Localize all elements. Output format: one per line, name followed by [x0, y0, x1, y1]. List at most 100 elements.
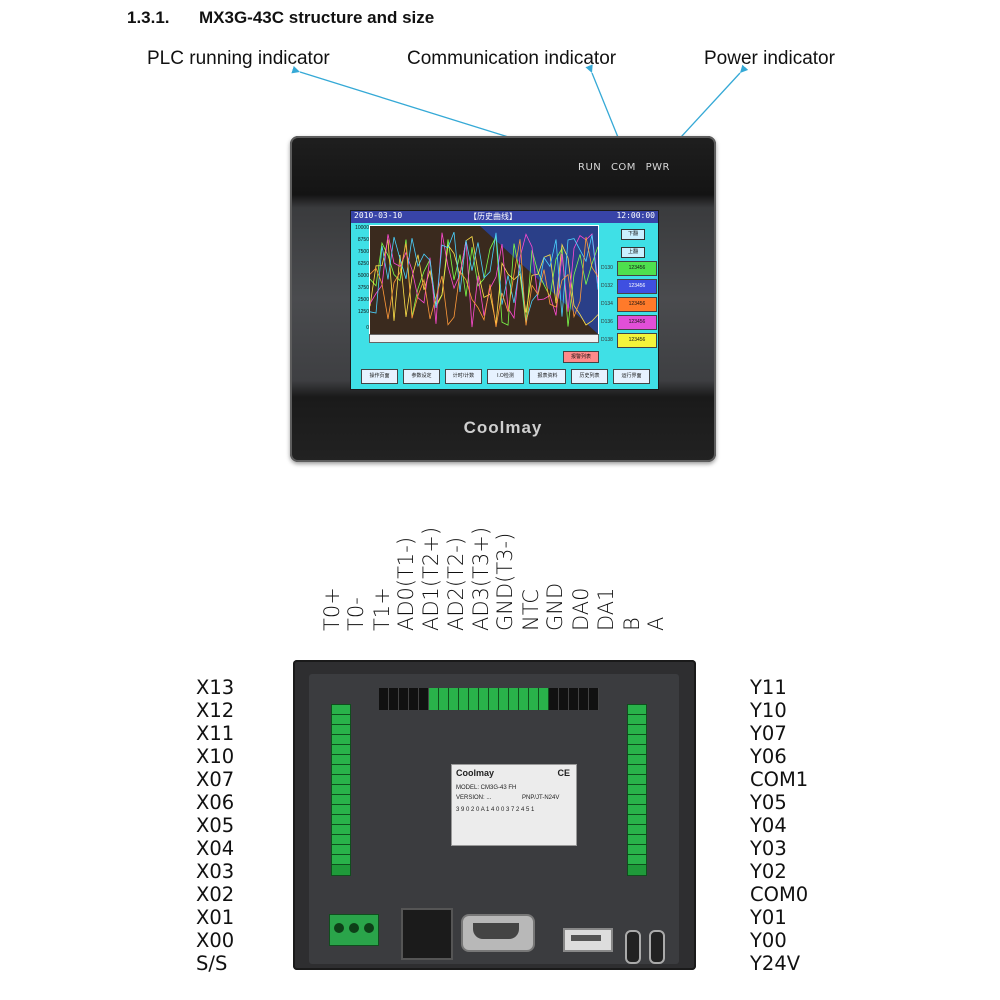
left-pin-label: X07	[196, 768, 235, 791]
value-row-label: D132	[601, 283, 613, 289]
section-heading: 1.3.1. MX3G-43C structure and size	[127, 8, 434, 28]
left-pin-label: X12	[196, 699, 235, 722]
value-row-box: 123456	[617, 333, 657, 348]
db9-serial-port	[461, 914, 535, 952]
left-pin-label: S/S	[196, 952, 228, 975]
right-pin-label: Y05	[750, 791, 787, 814]
right-pin-label: COM1	[750, 768, 809, 791]
left-pin-label: X03	[196, 860, 235, 883]
nav-button[interactable]: 计时/计数	[445, 369, 482, 384]
history-trend-plot	[369, 225, 599, 335]
nav-button[interactable]: I.O检测	[487, 369, 524, 384]
power-terminal	[329, 914, 379, 946]
nameplate-version: VERSION: ...	[456, 795, 492, 801]
top-terminal-block	[429, 688, 549, 710]
back-housing: Coolmay CE MODEL: CM3G-43 FH VERSION: ..…	[309, 674, 679, 964]
nameplate-serial: 3 9 0 2 0 A 1 4 0 0 3 7 2 4 5 1	[456, 807, 535, 813]
top-terminal-labels: T0+T0-T1+AD0(T1-)AD1(T2+)AD2(T2-)AD3(T3+…	[320, 526, 682, 631]
typec-port-2	[649, 930, 665, 964]
nav-button[interactable]: 参数设定	[403, 369, 440, 384]
right-pin-label: Y24V	[750, 952, 801, 975]
product-nameplate: Coolmay CE MODEL: CM3G-43 FH VERSION: ..…	[451, 764, 577, 846]
top-pin-label: T1+	[370, 587, 394, 631]
value-row-box: 123456	[617, 279, 657, 294]
value-row-box: 123456	[617, 261, 657, 276]
led-pwr-label: PWR	[645, 162, 670, 173]
value-row-box: 123456	[617, 297, 657, 312]
top-pin-label: AD3(T3+)	[469, 526, 493, 631]
right-pin-label: Y04	[750, 814, 787, 837]
left-pin-label: X05	[196, 814, 235, 837]
value-row-label: D130	[601, 265, 613, 271]
top-pin-label: A	[644, 616, 668, 631]
screen-titlebar: 2010-03-10 【历史曲线】 12:00:00	[351, 211, 658, 223]
page-up-button[interactable]: 上翻	[621, 247, 645, 258]
input-terminal-block	[331, 704, 351, 876]
screen-date: 2010-03-10	[354, 211, 403, 220]
left-pin-label: X13	[196, 676, 235, 699]
right-pin-label: Y11	[750, 676, 787, 699]
left-pin-label: X04	[196, 837, 235, 860]
value-row-box: 123456	[617, 315, 657, 330]
top-pin-label: AD0(T1-)	[394, 536, 418, 631]
section-title: MX3G-43C structure and size	[199, 8, 435, 27]
led-com-label: COM	[610, 162, 636, 173]
alarm-list-button[interactable]: 报警列表	[563, 351, 599, 363]
ethernet-port	[401, 908, 453, 960]
left-pin-label: X02	[196, 883, 235, 906]
hmi-front-panel: RUN COM PWR 2010-03-10 【历史曲线】 12:00:00 1…	[290, 136, 716, 462]
front-brand-logo: Coolmay	[463, 418, 543, 437]
left-pin-label: X11	[196, 722, 235, 745]
right-pin-label: Y06	[750, 745, 787, 768]
nameplate-output: PNP/JT-N24V	[522, 795, 560, 801]
nameplate-brand: Coolmay	[456, 768, 495, 778]
callout-run: PLC running indicator	[147, 48, 330, 69]
top-pin-label: GND(T3-)	[493, 532, 517, 631]
ce-mark: CE	[557, 768, 570, 778]
left-pin-label: X00	[196, 929, 235, 952]
page-down-button[interactable]: 下翻	[621, 229, 645, 240]
nav-button[interactable]: 操作页面	[361, 369, 398, 384]
output-terminal-block	[627, 704, 647, 876]
nav-button[interactable]: 运行界面	[613, 369, 650, 384]
top-pin-label: DA0	[569, 587, 593, 631]
top-pin-label: AD1(T2+)	[419, 526, 443, 631]
plc-back-panel: Coolmay CE MODEL: CM3G-43 FH VERSION: ..…	[293, 660, 696, 970]
plot-scrollbar[interactable]	[369, 334, 599, 343]
led-run-label: RUN	[578, 162, 602, 173]
right-pin-label: Y07	[750, 722, 787, 745]
nameplate-model: MODEL: CM3G-43 FH	[456, 785, 517, 791]
top-terminal-block-left	[379, 688, 429, 710]
top-terminal-block-right	[549, 688, 599, 710]
trend-series-line	[370, 236, 598, 328]
typec-port-1	[625, 930, 641, 964]
trend-lines	[370, 226, 598, 334]
top-pin-label: GND	[543, 582, 567, 631]
usb-port	[563, 928, 613, 952]
trend-series-line	[370, 235, 598, 326]
trend-series-line	[370, 232, 598, 328]
screen-time: 12:00:00	[616, 211, 655, 220]
top-pin-label: T0+	[320, 587, 344, 631]
led-labels: RUN COM PWR	[572, 162, 670, 173]
value-row-label: D134	[601, 301, 613, 307]
callout-pwr: Power indicator	[704, 48, 835, 69]
right-pin-label: Y00	[750, 929, 787, 952]
right-pin-label: Y01	[750, 906, 787, 929]
section-number: 1.3.1.	[127, 8, 170, 27]
nav-button[interactable]: 报表资料	[529, 369, 566, 384]
right-pin-label: Y03	[750, 837, 787, 860]
top-pin-label: B	[620, 617, 644, 631]
right-pin-label: Y02	[750, 860, 787, 883]
callout-com: Communication indicator	[407, 48, 617, 69]
nav-button[interactable]: 历史列表	[571, 369, 608, 384]
value-row-label: D136	[601, 319, 613, 325]
top-pin-label: NTC	[519, 589, 543, 631]
top-pin-label: T0-	[344, 597, 368, 631]
right-pin-label: Y10	[750, 699, 787, 722]
left-pin-label: X01	[196, 906, 235, 929]
right-pin-label: COM0	[750, 883, 809, 906]
